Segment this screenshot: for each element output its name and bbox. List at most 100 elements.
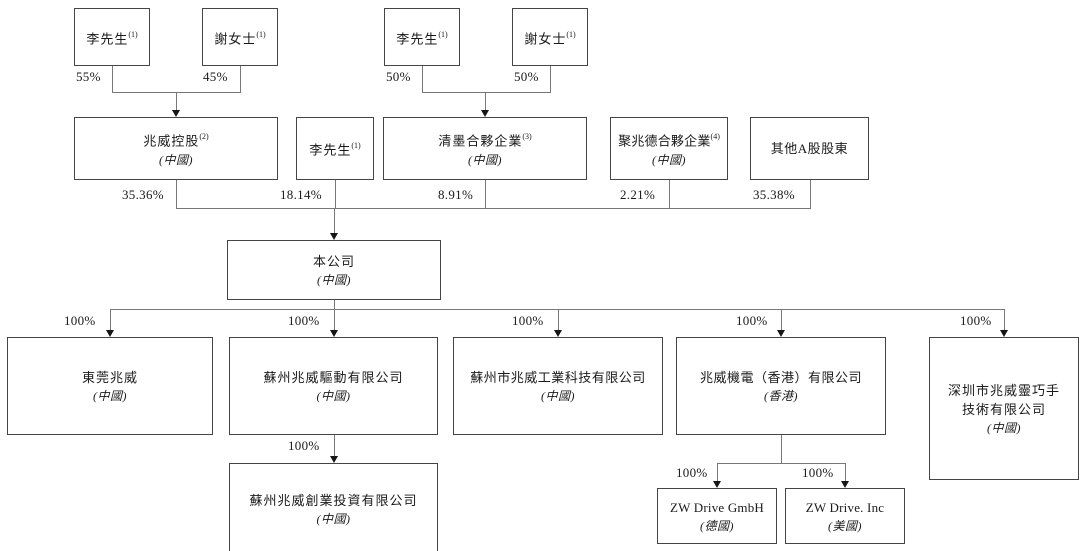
- node-name: 李先生(1): [86, 29, 138, 47]
- node-suzhou-zhaowei-drive: 蘇州兆威驅動有限公司 (中國): [229, 337, 438, 435]
- connector-line-v: [334, 300, 335, 310]
- node-name: 謝女士(1): [524, 29, 576, 47]
- node-name: 蘇州兆威創業投資有限公司: [249, 492, 418, 508]
- arrowhead-down: [330, 330, 338, 337]
- node-dongguan-zhaowei: 東莞兆威 (中國): [7, 337, 213, 435]
- connector-line-v: [669, 180, 670, 209]
- node-name: 李先生(1): [309, 141, 361, 158]
- connector-line-h: [717, 463, 846, 464]
- connector-line-v: [781, 309, 782, 331]
- node-country: (中國): [541, 388, 575, 403]
- pct-company-to-shenzhen: 100%: [960, 313, 992, 328]
- node-country: (香港): [764, 388, 798, 403]
- pct-company-to-suzhou-drive: 100%: [288, 313, 320, 328]
- pct-hk-to-gmbh: 100%: [676, 465, 708, 480]
- node-the-company: 本公司 (中國): [227, 240, 441, 300]
- connector-line-v: [176, 92, 177, 112]
- node-shenzhen-dexterous-hand-tech: 深圳市兆威靈巧手 技術有限公司 (中國): [929, 337, 1079, 480]
- pct-xie-to-qingmo: 50%: [514, 69, 539, 84]
- connector-line-v: [845, 463, 846, 482]
- node-name: ZW Drive. Inc: [805, 499, 885, 515]
- arrowhead-down: [172, 110, 180, 117]
- pct-xie-to-holding: 45%: [203, 69, 228, 84]
- connector-line-v: [810, 180, 811, 209]
- connector-line-v: [334, 208, 335, 234]
- arrowhead-down: [106, 330, 114, 337]
- node-ms-xie-1: 謝女士(1): [202, 8, 278, 66]
- pct-li-to-company: 18.14%: [280, 187, 322, 202]
- connector-line-v: [110, 309, 111, 331]
- connector-line-v: [485, 92, 486, 112]
- node-zw-drive-gmbh: ZW Drive GmbH (德國): [657, 488, 777, 544]
- node-mr-li-direct: 李先生(1): [296, 117, 374, 180]
- arrowhead-down: [777, 330, 785, 337]
- node-name: 清墨合夥企業(3): [438, 132, 532, 149]
- node-juzhaode-partnership: 聚兆德合夥企業(4) (中國): [610, 117, 728, 180]
- node-country: (中國): [317, 272, 351, 287]
- node-name: ZW Drive GmbH: [669, 499, 765, 515]
- node-country: (中國): [316, 388, 351, 403]
- node-country: (中國): [93, 388, 127, 403]
- node-name: 東莞兆威: [81, 369, 138, 385]
- node-name: 本公司: [312, 253, 355, 269]
- node-name: 其他A股股東: [770, 141, 849, 156]
- connector-line-h: [110, 309, 1005, 310]
- pct-company-to-suzhou-tech: 100%: [512, 313, 544, 328]
- connector-line-v: [334, 435, 335, 457]
- pct-li-to-qingmo: 50%: [386, 69, 411, 84]
- node-country: (中國): [316, 511, 351, 526]
- pct-company-to-hk: 100%: [736, 313, 768, 328]
- node-name: 深圳市兆威靈巧手: [947, 382, 1060, 398]
- connector-line-v: [334, 309, 335, 331]
- node-other-a-share-holders: 其他A股股東: [750, 117, 869, 180]
- connector-line-v: [558, 309, 559, 331]
- arrowhead-down: [330, 233, 338, 240]
- node-zhaowei-electromechanical-hk: 兆威機電（香港）有限公司 (香港): [676, 337, 886, 435]
- node-name-line2: 技術有限公司: [961, 401, 1046, 417]
- connector-line-v: [422, 66, 423, 92]
- connector-line-v: [176, 180, 177, 209]
- pct-other-to-company: 35.38%: [753, 187, 795, 202]
- node-name: 李先生(1): [396, 29, 448, 47]
- connector-line-v: [781, 435, 782, 463]
- connector-line-v: [240, 66, 241, 92]
- connector-line-v: [550, 66, 551, 92]
- node-suzhou-zhaowei-venture-investment: 蘇州兆威創業投資有限公司 (中國): [229, 463, 438, 551]
- arrowhead-down: [481, 110, 489, 117]
- node-suzhou-zhaowei-industrial-tech: 蘇州市兆威工業科技有限公司 (中國): [453, 337, 663, 435]
- node-zhaowei-holding: 兆威控股(2) (中國): [74, 117, 278, 180]
- connector-line-v: [112, 66, 113, 92]
- node-mr-li-2: 李先生(1): [384, 8, 460, 66]
- node-zw-drive-inc: ZW Drive. Inc (美國): [785, 488, 905, 544]
- node-country: (德國): [700, 518, 734, 533]
- node-name: 聚兆德合夥企業(4): [618, 132, 720, 149]
- pct-qingmo-to-company: 8.91%: [438, 187, 474, 202]
- node-name: 兆威機電（香港）有限公司: [699, 369, 862, 385]
- pct-drive-to-invest: 100%: [288, 438, 320, 453]
- connector-line-h: [422, 92, 551, 93]
- node-name: 兆威控股(2): [143, 132, 209, 149]
- connector-line-v: [485, 180, 486, 209]
- arrowhead-down: [713, 481, 721, 488]
- pct-holding-to-company: 35.36%: [122, 187, 164, 202]
- arrowhead-down: [841, 481, 849, 488]
- node-country: (中國): [468, 152, 502, 167]
- node-country: (美國): [828, 518, 862, 533]
- node-ms-xie-2: 謝女士(1): [512, 8, 588, 66]
- arrowhead-down: [554, 330, 562, 337]
- connector-line-h: [176, 208, 811, 209]
- node-name: 蘇州兆威驅動有限公司: [263, 369, 404, 385]
- arrowhead-down: [330, 456, 338, 463]
- connector-line-v: [1004, 309, 1005, 331]
- node-name: 謝女士(1): [214, 29, 266, 47]
- connector-line-v: [717, 463, 718, 482]
- node-country: (中國): [159, 152, 193, 167]
- pct-li-to-holding: 55%: [76, 69, 101, 84]
- node-country: (中國): [987, 420, 1021, 435]
- pct-company-to-dongguan: 100%: [64, 313, 96, 328]
- node-mr-li-1: 李先生(1): [74, 8, 150, 66]
- node-country: (中國): [652, 152, 686, 167]
- node-name: 蘇州市兆威工業科技有限公司: [470, 369, 646, 385]
- connector-line-v: [335, 180, 336, 209]
